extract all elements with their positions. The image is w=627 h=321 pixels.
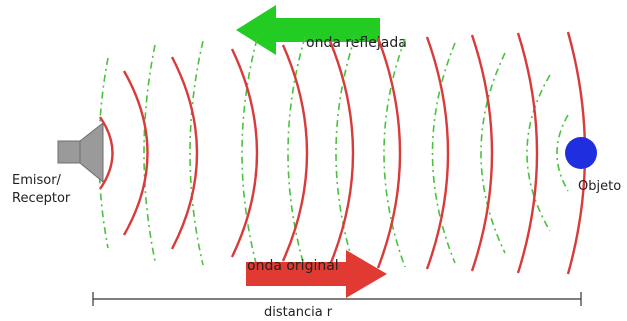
original-wavefront xyxy=(122,70,149,236)
reflected-wavefronts xyxy=(98,36,569,270)
original-wavefront xyxy=(328,40,355,266)
original-wave-label: onda original xyxy=(247,258,339,274)
emitter-label: Emisor/ xyxy=(12,173,62,188)
reflected-wavefront xyxy=(431,42,456,264)
reflected-wavefront xyxy=(556,114,569,192)
reflected-wavefront xyxy=(287,36,306,270)
reflected-wavefront xyxy=(480,52,506,254)
distance-label: distancia r xyxy=(264,305,333,320)
original-wave-arrow xyxy=(246,250,387,298)
original-wavefront xyxy=(516,32,539,274)
original-wavefronts xyxy=(99,31,587,275)
original-wavefront xyxy=(170,56,199,250)
distance-dimension-line xyxy=(92,292,582,306)
loudspeaker-icon xyxy=(57,121,104,184)
reflected-wavefront xyxy=(241,38,258,268)
original-wavefront xyxy=(230,48,259,258)
reflected-wave-label: onda reflejada xyxy=(306,35,407,51)
original-wavefront xyxy=(99,116,114,190)
reflected-wavefront xyxy=(143,44,156,262)
original-wavefront xyxy=(470,34,494,272)
object-label: Objeto xyxy=(578,179,621,194)
original-wavefront xyxy=(425,36,450,270)
receiver-label: Receptor xyxy=(12,191,71,206)
reflected-wavefront xyxy=(335,36,356,270)
reflected-wavefront xyxy=(189,40,204,266)
reflected-wave-arrow xyxy=(236,5,380,55)
original-wavefront xyxy=(281,44,309,262)
reflected-wavefront xyxy=(98,57,109,249)
original-wavefront xyxy=(376,37,402,269)
reflected-wavefront xyxy=(526,74,551,232)
reflected-wavefront xyxy=(383,38,406,268)
sphere-icon xyxy=(565,137,597,169)
